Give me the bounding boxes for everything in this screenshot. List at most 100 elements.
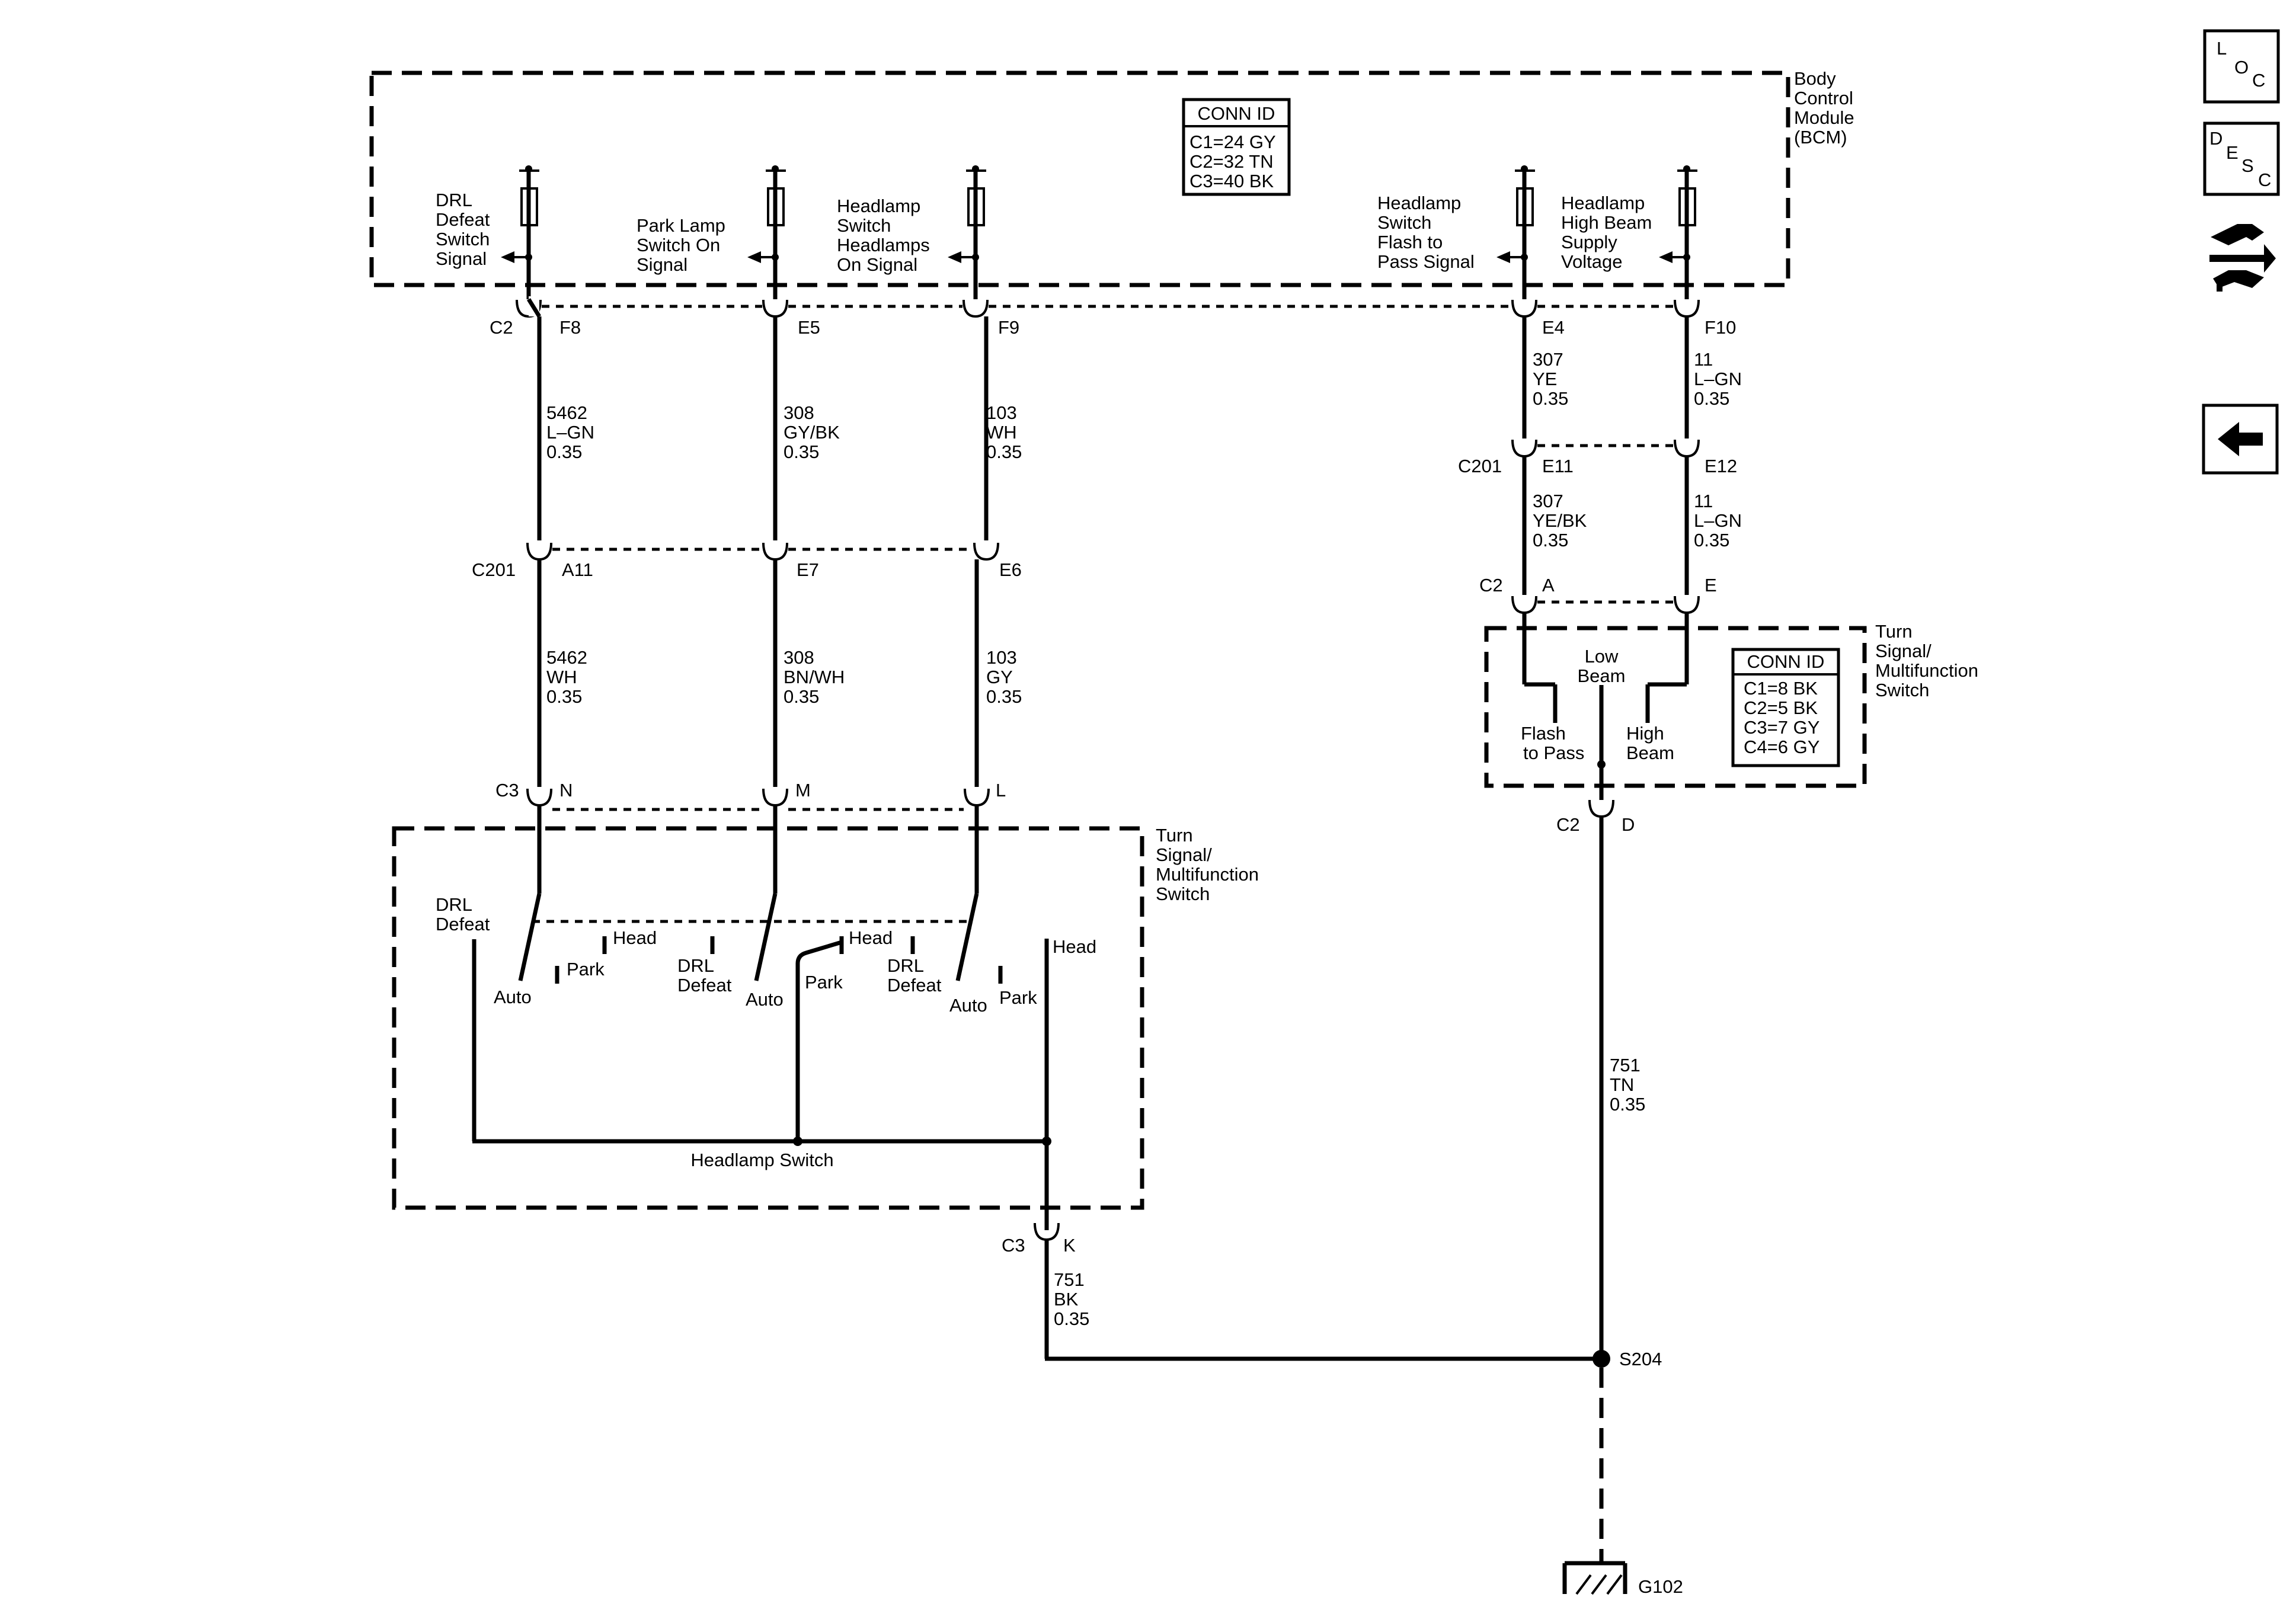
svg-text:0.35: 0.35 [1054,1308,1089,1329]
bcm-drl-label: DRL Defeat Switch Signal [436,190,490,269]
loc-button[interactable]: L O C [2203,29,2280,104]
svg-text:Flash to: Flash to [1377,232,1443,252]
svg-text:C: C [2252,70,2265,91]
svg-text:Turn: Turn [1875,621,1913,642]
svg-text:Beam: Beam [1626,742,1674,763]
svg-text:E7: E7 [797,559,819,580]
bcm-drl-circuit [501,165,539,263]
svg-text:L–GN: L–GN [1694,369,1742,389]
wire-label-park-2: 308 BN/WH 0.35 [784,647,845,707]
svg-text:Head: Head [849,927,893,948]
svg-text:Park: Park [805,972,843,993]
splice-s204 [1593,1350,1610,1368]
svg-text:Switch On: Switch On [637,235,720,255]
headlamp-switch-label: Headlamp Switch [690,1150,833,1170]
svg-text:S: S [2241,155,2254,176]
svg-text:Auto: Auto [494,987,532,1007]
wire-label-head-2: 103 GY 0.35 [986,647,1022,707]
svg-text:F9: F9 [998,317,1019,338]
svg-text:Headlamp: Headlamp [1561,193,1645,213]
svg-text:103: 103 [986,647,1017,668]
switch-blade-park [754,893,778,981]
svg-text:K: K [1063,1235,1076,1256]
bcm-high-label: Headlamp High Beam Supply Voltage [1561,193,1652,272]
connector-c201-right: C201 E11 E12 [1458,438,1737,476]
multifunction-switch-right-label: Turn Signal/ Multifunction Switch [1875,621,1978,700]
svg-text:C1=8 BK: C1=8 BK [1744,678,1818,699]
bcm-enclosure [369,71,1790,287]
svg-text:C3=7 GY: C3=7 GY [1744,717,1819,738]
svg-text:E: E [2226,142,2239,163]
svg-text:Park: Park [567,959,605,980]
wire-label-drl-1: 5462 L–GN 0.35 [546,402,594,462]
svg-text:F8: F8 [559,317,581,338]
desc-button[interactable]: D E S C [2203,121,2280,196]
svg-text:WH: WH [986,422,1017,443]
connector-c3-top: C3 N M L [495,780,1006,811]
wire-label-flash-1: 307 YE 0.35 [1533,349,1568,409]
multifunction-switch-left-enclosure [392,826,1144,1210]
wire-label-ground-right: 751 TN 0.35 [1610,1055,1645,1115]
bcm-head-circuit [948,165,986,263]
wire-label-high-1: 11 L–GN 0.35 [1694,349,1742,409]
svg-text:Control: Control [1794,88,1853,108]
svg-text:Defeat: Defeat [436,209,490,230]
svg-text:Multifunction: Multifunction [1875,660,1978,681]
svg-text:C3=40 BK: C3=40 BK [1189,171,1274,191]
svg-text:TN: TN [1610,1074,1634,1095]
wire-label-park-1: 308 GY/BK 0.35 [784,402,840,462]
svg-text:YE: YE [1533,369,1557,389]
svg-text:Head: Head [613,927,657,948]
wire-label-flash-2: 307 YE/BK 0.35 [1533,491,1587,550]
switch-labels-right: Low Beam Flash to Pass High Beam [1521,646,1674,763]
svg-text:C2: C2 [490,317,513,338]
connector-c2-right: C2 A E [1479,575,1717,614]
svg-text:DRL: DRL [436,190,472,210]
svg-text:Turn: Turn [1156,825,1193,846]
multifunction-switch-left-label: Turn Signal/ Multifunction Switch [1156,825,1259,904]
bcm-park-circuit [747,165,786,263]
svg-text:Low: Low [1585,646,1619,667]
svg-text:BK: BK [1054,1289,1079,1310]
svg-text:C2=5 BK: C2=5 BK [1744,697,1818,718]
svg-text:E4: E4 [1542,317,1565,338]
svg-text:Auto: Auto [949,995,987,1016]
svg-text:L–GN: L–GN [1694,510,1742,531]
connector-view-icon[interactable] [2209,224,2276,292]
svg-text:Body: Body [1794,68,1836,89]
svg-text:Voltage: Voltage [1561,251,1622,272]
svg-text:E6: E6 [999,559,1022,580]
svg-text:GY: GY [986,667,1013,687]
svg-text:F10: F10 [1705,317,1736,338]
switch-blade-drl [518,893,542,981]
bcm-flash-label: Headlamp Switch Flash to Pass Signal [1377,193,1475,272]
back-button[interactable] [2202,404,2279,475]
svg-text:751: 751 [1054,1269,1085,1290]
connector-c3-bottom: C3 K [1002,1209,1076,1256]
svg-text:308: 308 [784,402,814,423]
bcm-head-label: Headlamp Switch Headlamps On Signal [837,196,930,275]
svg-text:C2: C2 [1556,814,1580,835]
svg-text:Supply: Supply [1561,232,1617,252]
svg-text:C2=32 TN: C2=32 TN [1189,151,1274,172]
svg-text:Switch: Switch [436,229,490,249]
svg-text:(BCM): (BCM) [1794,127,1847,148]
bcm-conn-id-table: CONN ID C1=24 GY C2=32 TN C3=40 BK [1182,98,1291,196]
svg-text:Park: Park [999,987,1037,1008]
svg-text:BN/WH: BN/WH [784,667,845,687]
svg-text:Flash: Flash [1521,723,1566,744]
svg-text:0.35: 0.35 [1610,1094,1645,1115]
svg-text:A: A [1542,575,1555,596]
svg-text:Headlamp: Headlamp [1377,193,1461,213]
svg-text:103: 103 [986,402,1017,423]
svg-text:DRL: DRL [677,955,714,976]
svg-text:A11: A11 [562,559,593,580]
svg-text:Switch: Switch [837,215,891,236]
svg-text:0.35: 0.35 [986,441,1022,462]
svg-text:Multifunction: Multifunction [1156,864,1259,885]
svg-text:C3: C3 [1002,1235,1025,1256]
svg-text:0.35: 0.35 [546,441,582,462]
svg-text:Defeat: Defeat [887,975,942,996]
svg-text:L–GN: L–GN [546,422,594,443]
splice-label: S204 [1619,1349,1662,1369]
